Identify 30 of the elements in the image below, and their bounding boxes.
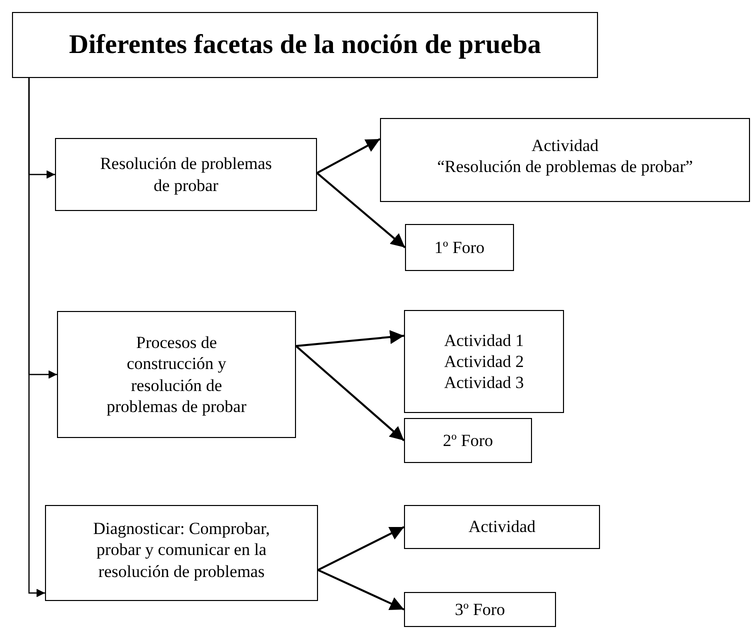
box-text: Actividad — [531, 135, 599, 156]
box-text: Diagnosticar: Comprobar, probar y comunicar en la resolución de problemas — [92, 518, 271, 582]
box-text: Procesos de construcción y resolución de problemas de probar — [106, 332, 247, 417]
arrow — [318, 526, 404, 571]
arrow — [316, 172, 406, 248]
box-text: 3º Foro — [454, 598, 506, 620]
box-text: “Resolución de problemas de probar” — [437, 156, 693, 178]
arrow — [296, 330, 404, 347]
process-box — [380, 118, 750, 202]
box-text: Resolución de problemas de probar — [99, 153, 273, 196]
process-box — [404, 592, 556, 627]
title-text: Diferentes facetas de la noción de prueba — [69, 28, 541, 62]
box-text: 2º Foro — [442, 430, 494, 452]
box-text: Actividad 2 — [444, 350, 524, 372]
box-text: Actividad 1 — [444, 330, 524, 351]
process-box — [404, 505, 600, 549]
process-box — [57, 311, 296, 438]
process-box — [55, 138, 317, 211]
process-box — [404, 310, 564, 413]
process-box — [404, 418, 532, 463]
process-box — [405, 224, 514, 271]
arrow — [28, 78, 45, 598]
title-box — [12, 12, 598, 78]
box-text: 1º Foro — [434, 236, 485, 258]
box-text: Actividad — [468, 516, 536, 538]
arrow — [295, 345, 405, 442]
arrow — [316, 138, 380, 174]
box-text: Actividad 3 — [444, 372, 524, 394]
process-box — [45, 505, 318, 601]
arrow — [318, 569, 404, 610]
